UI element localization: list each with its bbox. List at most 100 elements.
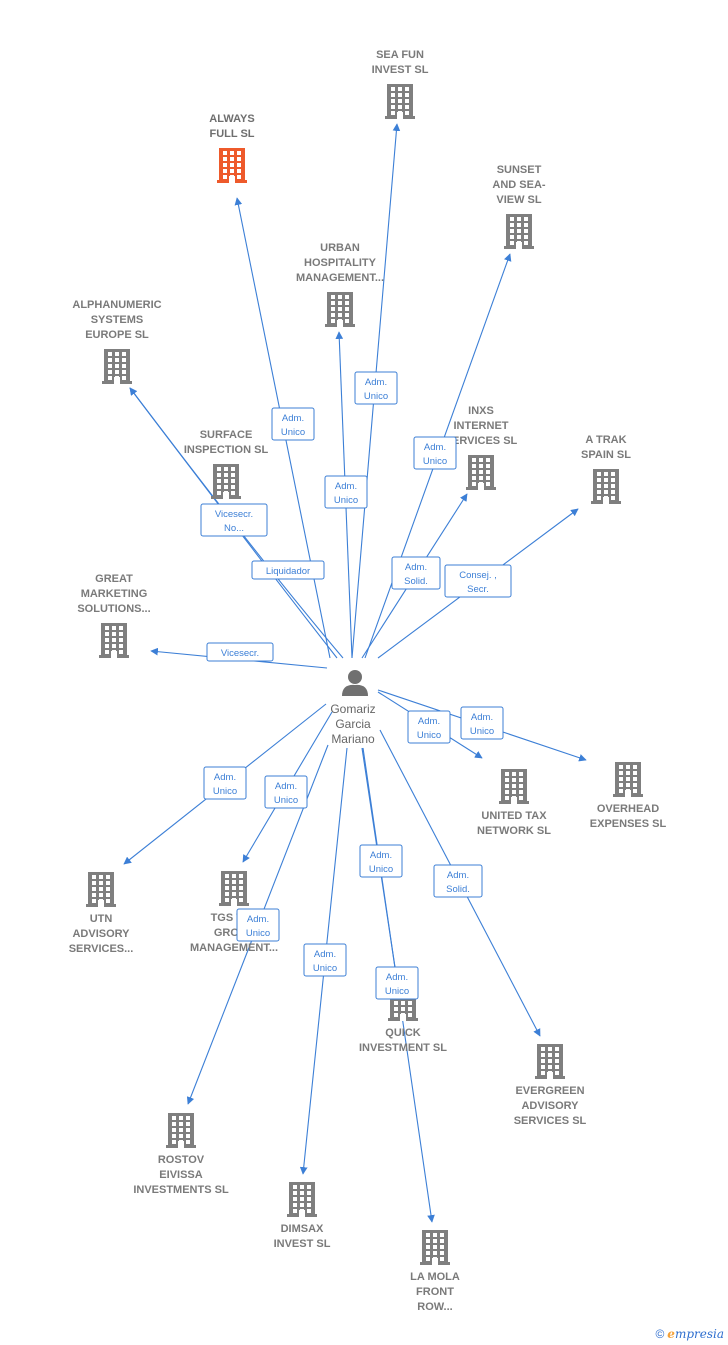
role-box-overhead[interactable]: Adm.Unico bbox=[460, 706, 504, 740]
role-label-line: Unico bbox=[417, 730, 441, 741]
role-box-urban[interactable]: Adm.Unico bbox=[324, 475, 368, 509]
company-label-line: SOLUTIONS... bbox=[77, 603, 150, 615]
company-label-line: INSPECTION SL bbox=[184, 444, 269, 456]
company-label-line: INVESTMENTS SL bbox=[133, 1184, 229, 1196]
role-label-line: Adm. bbox=[282, 413, 304, 424]
role-label-line: Unico bbox=[423, 456, 447, 467]
role-box-inxs[interactable]: Adm.Solid. bbox=[391, 556, 441, 590]
role-box-tgs[interactable]: Adm.Unico bbox=[264, 775, 308, 809]
role-box-quick[interactable]: Adm. Unico bbox=[359, 844, 403, 878]
role-label-line: Adm. bbox=[471, 712, 493, 723]
role-box-lamola[interactable]: Adm. Unico bbox=[375, 966, 419, 1000]
role-label-line: Liquidador bbox=[266, 566, 310, 577]
person-name-line: Mariano bbox=[331, 732, 375, 746]
company-label-line: SEA FUN bbox=[376, 49, 424, 61]
company-label-line: A TRAK bbox=[585, 434, 626, 446]
role-label-line: Unico bbox=[385, 986, 409, 997]
role-box-unitedtax[interactable]: Adm.Unico bbox=[407, 710, 451, 744]
building-icon[interactable] bbox=[504, 214, 534, 249]
role-box-rostov[interactable]: Adm.Unico bbox=[236, 908, 280, 942]
company-label-line: HOSPITALITY bbox=[304, 257, 377, 269]
role-label-line: Unico bbox=[369, 864, 393, 875]
company-label-line: EXPENSES SL bbox=[590, 818, 667, 830]
building-icon[interactable] bbox=[166, 1113, 196, 1148]
company-label-line: ROW... bbox=[417, 1301, 452, 1313]
building-icon[interactable] bbox=[217, 148, 247, 183]
role-label-line: Adm. bbox=[386, 972, 408, 983]
building-icon[interactable] bbox=[102, 349, 132, 384]
company-label-line: INVESTMENT SL bbox=[359, 1042, 447, 1054]
role-label-line: No... bbox=[224, 523, 244, 534]
company-node-atrak[interactable]: A TRAK SPAIN SL bbox=[581, 434, 631, 504]
company-label-line: MANAGEMENT... bbox=[296, 272, 384, 284]
company-label-line: DIMSAX bbox=[281, 1223, 324, 1235]
role-box-alphanumeric[interactable]: Liquidador bbox=[251, 560, 325, 580]
building-icon[interactable] bbox=[613, 762, 643, 797]
company-label-line: SPAIN SL bbox=[581, 449, 631, 461]
person-icon bbox=[342, 670, 368, 696]
role-label-line: Adm. bbox=[370, 850, 392, 861]
building-icon[interactable] bbox=[535, 1044, 565, 1079]
building-icon[interactable] bbox=[86, 872, 116, 907]
building-icon[interactable] bbox=[99, 623, 129, 658]
building-icon[interactable] bbox=[219, 871, 249, 906]
role-label-line: Unico bbox=[281, 427, 305, 438]
role-box-alphanumeric[interactable]: Vicesecr.No... bbox=[200, 503, 268, 537]
company-label-line: UTN bbox=[90, 913, 113, 925]
company-node-urban[interactable]: URBANHOSPITALITYMANAGEMENT... bbox=[296, 242, 384, 327]
brand-name: mpresia bbox=[674, 1327, 724, 1341]
company-node-utn[interactable]: UTNADVISORYSERVICES... bbox=[69, 872, 134, 955]
role-label-line: Solid. bbox=[404, 576, 428, 587]
building-icon[interactable] bbox=[466, 455, 496, 490]
company-node-sea-fun[interactable]: SEA FUN INVEST SL bbox=[372, 49, 429, 119]
building-icon[interactable] bbox=[325, 292, 355, 327]
role-label-line: Unico bbox=[313, 963, 337, 974]
building-icon[interactable] bbox=[287, 1182, 317, 1217]
roles-layer: Adm.UnicoAdm.UnicoAdm.UnicoAdm.UnicoVice… bbox=[200, 371, 512, 1000]
role-box-dimsax[interactable]: Adm.Unico bbox=[303, 943, 347, 977]
role-label-line: Adm. bbox=[214, 772, 236, 783]
company-label-line: ALPHANUMERIC bbox=[72, 299, 161, 311]
company-label-line: SUNSET bbox=[497, 164, 542, 176]
role-box-sea-fun[interactable]: Adm.Unico bbox=[354, 371, 398, 405]
company-label-line: VIEW SL bbox=[496, 194, 542, 206]
building-icon[interactable] bbox=[420, 1230, 450, 1265]
company-node-quick[interactable]: QUICK INVESTMENT SL bbox=[359, 986, 447, 1054]
company-label-line: UNITED TAX bbox=[481, 810, 547, 822]
company-label-line: ADVISORY bbox=[72, 928, 130, 940]
company-label-line: GREAT bbox=[95, 573, 133, 585]
company-label-line: FRONT bbox=[416, 1286, 454, 1298]
role-box-sunset[interactable]: Adm.Unico bbox=[413, 436, 457, 470]
building-icon[interactable] bbox=[499, 769, 529, 804]
company-node-great[interactable]: GREATMARKETINGSOLUTIONS... bbox=[77, 573, 151, 658]
person-name-line: Gomariz bbox=[330, 702, 375, 716]
company-label-line: INVEST SL bbox=[372, 64, 429, 76]
company-label-line: SYSTEMS bbox=[91, 314, 144, 326]
company-label-line: SERVICES SL bbox=[445, 435, 518, 447]
building-icon[interactable] bbox=[385, 84, 415, 119]
role-box-utn[interactable]: Adm.Unico bbox=[203, 766, 247, 800]
role-box-atrak[interactable]: Consej. ,Secr. bbox=[444, 564, 512, 598]
role-label-line: Secr. bbox=[467, 584, 489, 595]
role-label-line: Unico bbox=[364, 391, 388, 402]
building-icon[interactable] bbox=[591, 469, 621, 504]
company-node-lamola[interactable]: LA MOLAFRONTROW... bbox=[410, 1230, 460, 1313]
company-label-line: QUICK bbox=[385, 1027, 421, 1039]
role-box-evergreen[interactable]: Adm.Solid. bbox=[433, 864, 483, 898]
company-label-line: MANAGEMENT... bbox=[190, 942, 278, 954]
role-box-always-full[interactable]: Adm. Unico bbox=[271, 407, 315, 441]
building-icon[interactable] bbox=[211, 464, 241, 499]
role-box-great[interactable]: Vicesecr. bbox=[206, 642, 274, 662]
